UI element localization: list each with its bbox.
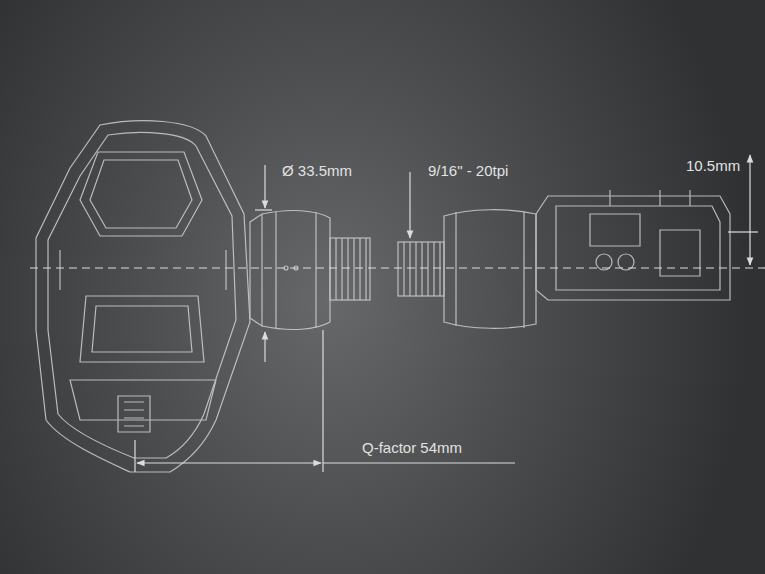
q-factor-dimension: Q-factor 54mm: [362, 439, 462, 457]
diameter-dimension: Ø 33.5mm: [282, 162, 352, 180]
height-dimension: 10.5mm: [686, 157, 740, 175]
thread-dimension: 9/16" - 20tpi: [428, 162, 508, 180]
